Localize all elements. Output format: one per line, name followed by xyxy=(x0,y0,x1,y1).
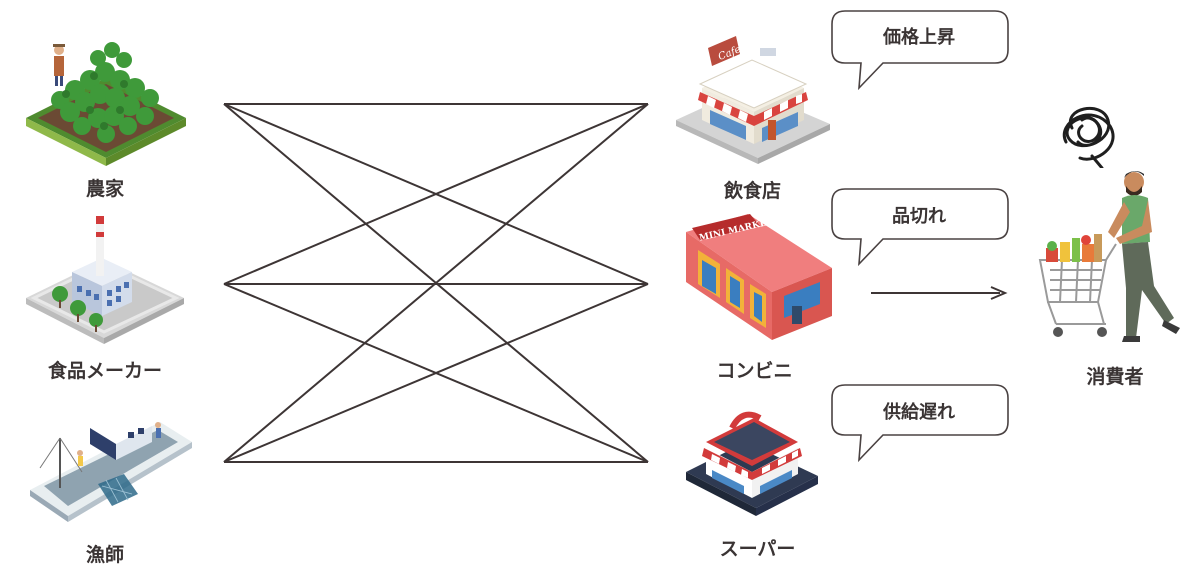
connection-maker-restaurant xyxy=(223,103,649,285)
producer-label-fisher: 漁師 xyxy=(85,544,124,566)
confusion-scribble-icon xyxy=(1052,98,1122,170)
consumer-label: 消費者 xyxy=(1086,366,1144,388)
connection-fisher-restaurant xyxy=(223,103,649,463)
factory-icon xyxy=(20,212,190,352)
shopper-icon xyxy=(1036,168,1186,348)
arrow-to-consumer xyxy=(871,286,1008,300)
bubble-out-of-stock: 品切れ xyxy=(831,188,1009,268)
connection-fisher-convenience xyxy=(223,283,649,463)
retailer-label-supermarket: スーパー xyxy=(719,538,796,560)
retailer-label-convenience: コンビニ xyxy=(716,360,793,382)
bubble-supply-delay: 供給遅れ xyxy=(831,384,1009,464)
supermarket-icon xyxy=(680,398,830,528)
retailer-label-restaurant: 飲食店 xyxy=(723,180,781,202)
farm-icon xyxy=(20,30,190,170)
fishing-boat-icon xyxy=(20,398,200,528)
producer-label-farmer: 農家 xyxy=(85,178,124,200)
bubble-price-rise: 価格上昇 xyxy=(831,10,1009,91)
mini-market-icon: MINI MARKET xyxy=(680,210,840,346)
cafe-icon: Cafe xyxy=(670,28,835,168)
producer-label-maker: 食品メーカー xyxy=(47,360,162,382)
